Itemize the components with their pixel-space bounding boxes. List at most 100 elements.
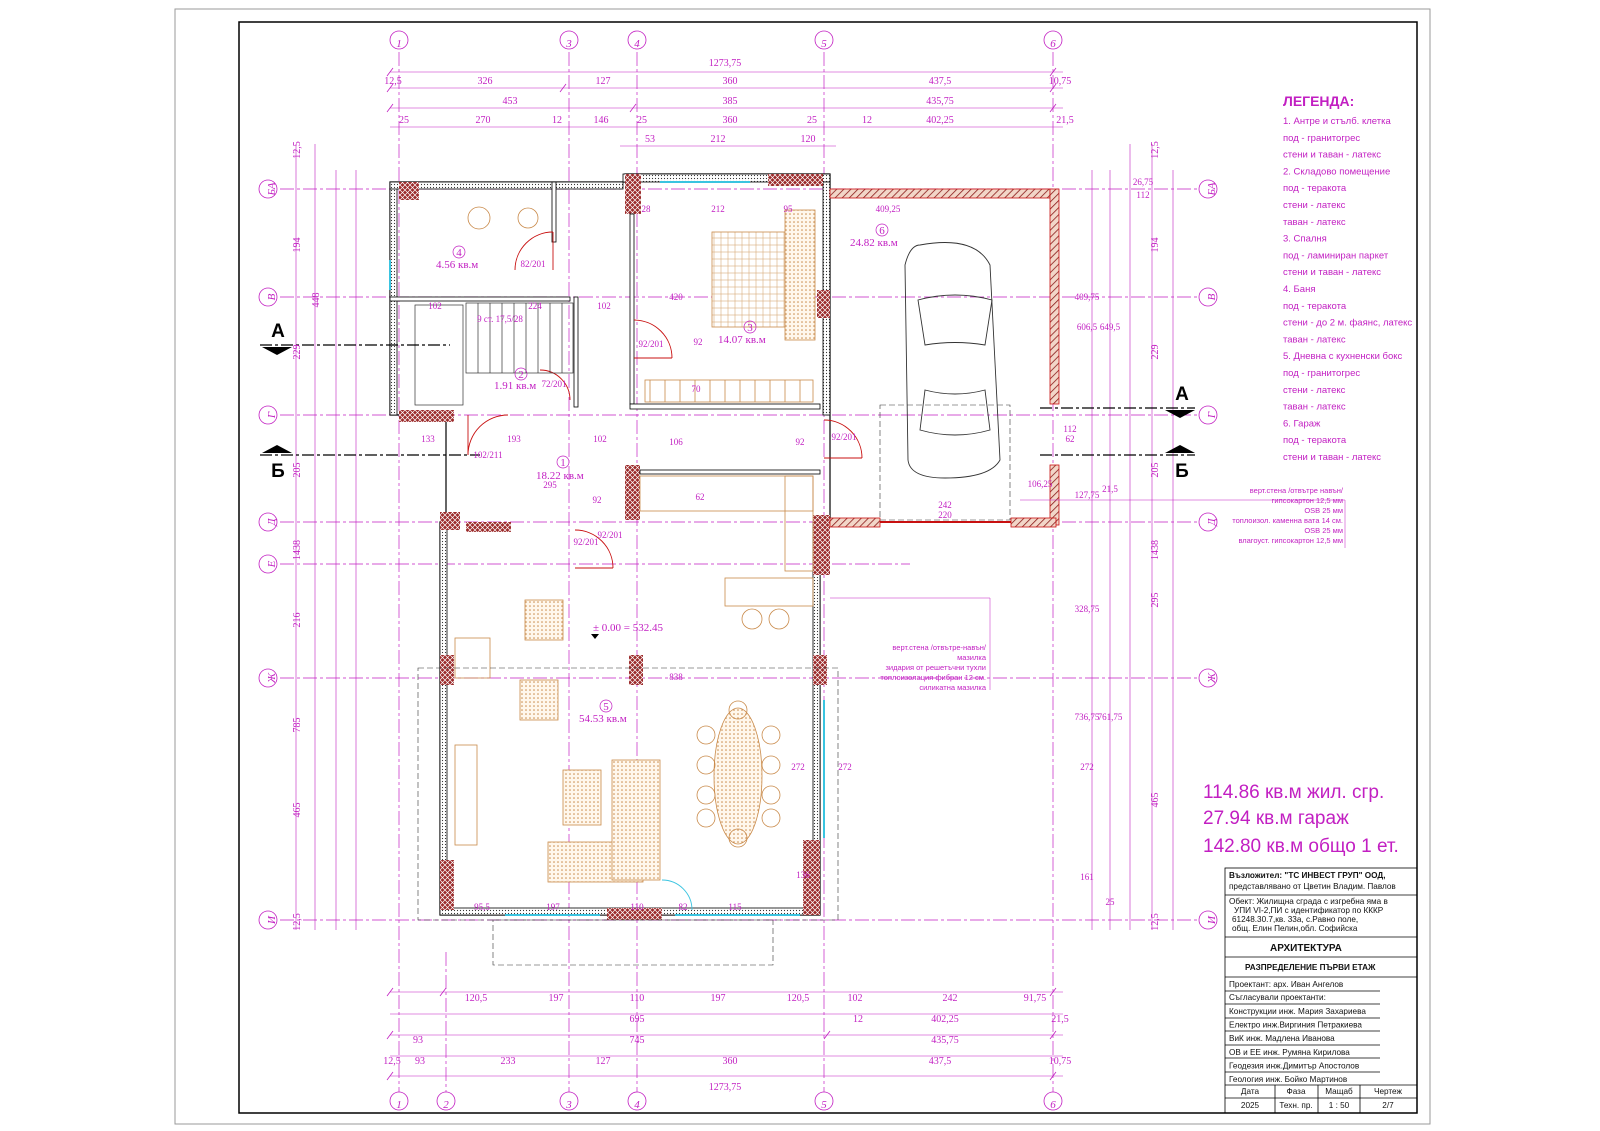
- dim-inner: 95: [784, 204, 794, 214]
- section-name: АРХИТЕКТУРА: [1270, 943, 1342, 954]
- section-b-left: Б: [271, 461, 285, 482]
- legend-item: 2. Складово помещение: [1283, 166, 1390, 177]
- room-2-number: 2: [518, 369, 524, 381]
- dim-top-row3: 270: [476, 115, 491, 126]
- axis-label-right: Ж: [1206, 672, 1218, 684]
- legend-item: под - теракота: [1283, 301, 1347, 312]
- door-dimension: 82/201: [520, 259, 545, 269]
- dim-top-row2: 435,75: [926, 96, 954, 107]
- dim-bottom-row4: 127: [596, 1056, 611, 1067]
- title-block-header: Фаза: [1287, 1087, 1306, 1096]
- axis-label-top: 1: [396, 38, 402, 50]
- sheet-title: РАЗПРЕДЕЛЕНИЕ ПЪРВИ ЕТАЖ: [1245, 963, 1376, 972]
- dim-inner: 272: [838, 762, 852, 772]
- dim-bottom-row4: 233: [501, 1056, 516, 1067]
- axis-label-left: БА: [266, 182, 278, 196]
- dim-inner: 28: [642, 204, 652, 214]
- wall-note-right: влагоуст. гипсокартон 12,5 мм: [1238, 536, 1343, 545]
- dim-bottom-row1: 197: [549, 993, 564, 1004]
- wall-note-center: топлоизолация фибран 12 см.: [880, 673, 986, 682]
- dim-right: 465: [1150, 793, 1161, 808]
- legend-item: стени - латекс: [1283, 385, 1346, 396]
- legend-item: стени и таван - латекс: [1283, 267, 1381, 278]
- dim-inner: 328,75: [1075, 604, 1100, 614]
- engineer-line: Конструкции инж. Мария Захариева: [1229, 1007, 1366, 1016]
- dim-inner: 82: [679, 902, 688, 912]
- room-1-area: 18.22 кв.м: [536, 470, 584, 482]
- dim-top-row1: 127: [596, 76, 611, 87]
- dim-inner: 224: [528, 301, 542, 311]
- area-total: 142.80 кв.м общо 1 ет.: [1203, 836, 1399, 857]
- wall-note-center: верт.стена /отвътре-навън/: [892, 643, 987, 652]
- dim-inner: 102: [428, 301, 442, 311]
- legend-item: стени - до 2 м. фаянс, латекс: [1283, 318, 1412, 329]
- axis-label-left: Е: [266, 560, 278, 568]
- title-block-value: 2025: [1241, 1101, 1260, 1110]
- dim-inner: 838: [669, 672, 683, 682]
- wall-note-right: гипсокартон 12,5 мм: [1272, 496, 1343, 505]
- dim-top-row3: 360: [723, 115, 738, 126]
- wall-note-center: силикатна мазилка: [919, 683, 986, 692]
- axis-label-top: 5: [821, 38, 827, 50]
- legend-item: таван - латекс: [1283, 217, 1346, 228]
- dim-left: 785: [292, 718, 303, 733]
- dim-top-overall: 1273,75: [709, 58, 742, 69]
- room-4-area: 4.56 кв.м: [436, 259, 478, 271]
- car-icon: [904, 242, 1001, 479]
- title-block-value: 1 : 50: [1329, 1101, 1350, 1110]
- dim-bottom-row1: 120,5: [787, 993, 810, 1004]
- axis-label-left: Г: [266, 411, 278, 419]
- legend-item: стени и таван - латекс: [1283, 150, 1381, 161]
- dim-top-row1: 12,5: [384, 76, 402, 87]
- dim-right: 12,5: [1150, 141, 1161, 159]
- dim-bottom-row4: 12,5: [383, 1056, 401, 1067]
- wall-note-right: OSB 25 мм: [1304, 506, 1343, 515]
- dim-left: 1438: [292, 540, 303, 560]
- legend-item: 6. Гараж: [1283, 418, 1321, 429]
- legend-item: 3. Спалня: [1283, 234, 1327, 245]
- dim-inner: 420: [669, 292, 683, 302]
- dim-inner: 272: [1080, 762, 1094, 772]
- dim-top-row3: 25: [637, 115, 647, 126]
- dim-inner: 26,75: [1133, 177, 1154, 187]
- dim-inner: 193: [507, 434, 521, 444]
- legend-item: под - гранитогрес: [1283, 368, 1360, 379]
- room-labels: 4 4.56 кв.м 2 1.91 кв.м 3 14.07 кв.м 1 1…: [436, 223, 898, 725]
- legend-item: таван - латекс: [1283, 334, 1346, 345]
- dim-bottom-row1: 120,5: [465, 993, 488, 1004]
- dim-right: 1438: [1150, 540, 1161, 560]
- client-line2: представлявано от Цветин Владим. Павлов: [1229, 882, 1396, 891]
- dim-bottom-row2: 695: [630, 1014, 645, 1025]
- room-4-number: 4: [456, 247, 462, 259]
- dim-inner: 136: [796, 870, 810, 880]
- level-mark: ± 0.00 = 532.45: [593, 622, 663, 634]
- dim-right: 194: [1150, 238, 1161, 253]
- dim-inner: 761,75: [1098, 712, 1123, 722]
- axis-label-bottom: 3: [565, 1099, 572, 1111]
- axis-label-top: 4: [634, 38, 640, 50]
- room-1-number: 1: [560, 457, 566, 469]
- dim-inner: 92: [796, 437, 805, 447]
- dim-inner: 133: [421, 434, 435, 444]
- dim-inner: 106,25: [1028, 479, 1053, 489]
- dim-top-row1: 360: [723, 76, 738, 87]
- dim-top-row3: 12: [862, 115, 872, 126]
- axis-label-right: В: [1206, 293, 1218, 300]
- room-5-area: 54.53 кв.м: [579, 713, 627, 725]
- dim-top-row4: 212: [711, 134, 726, 145]
- dim-inner: 220: [938, 510, 952, 520]
- object-line3: 61248.30.7,кв. 33а, с.Равно поле,: [1232, 915, 1358, 924]
- dim-inner: 62: [1066, 434, 1075, 444]
- engineer-line: Геология инж. Бойко Мартинов: [1229, 1075, 1347, 1084]
- title-block-header: Мащаб: [1325, 1087, 1353, 1096]
- client-line1: Възложител: "ТС ИНВЕСТ ГРУП" ООД,: [1229, 871, 1386, 880]
- door-dimension: 92/201: [597, 530, 622, 540]
- dim-bottom-row1: 110: [630, 993, 645, 1004]
- dim-top-row3: 21,5: [1056, 115, 1074, 126]
- legend-item: стени и таван - латекс: [1283, 452, 1381, 463]
- dim-bottom-row4: 360: [723, 1056, 738, 1067]
- axis-label-left: И: [266, 915, 278, 925]
- legend-item: под - теракота: [1283, 435, 1347, 446]
- dim-inner: 106: [669, 437, 683, 447]
